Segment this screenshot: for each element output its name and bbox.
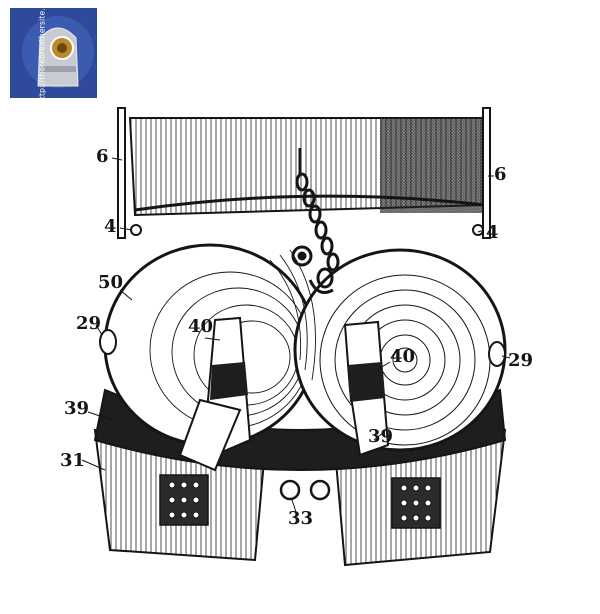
label-6-right: 6 (494, 164, 507, 185)
buckle-left (130, 224, 142, 236)
label-4-right: 4 (486, 222, 499, 243)
strap-left (178, 316, 252, 472)
label-29-left: 29 (76, 313, 102, 334)
upper-garment (128, 117, 492, 217)
side-strap-right (482, 107, 491, 239)
label-40-right: 40 (390, 346, 416, 367)
label-31: 31 (60, 450, 86, 471)
site-url-text: http://therebreathersite.nl (37, 8, 47, 98)
buckle-right (472, 224, 484, 236)
label-4-left: 4 (104, 216, 117, 237)
chain (291, 148, 340, 294)
label-29-right: 29 (508, 350, 534, 371)
label-50: 50 (98, 272, 124, 293)
label-39-right: 39 (368, 426, 394, 447)
side-knob-left (99, 329, 117, 355)
strap-right (343, 320, 390, 457)
center-contours (269, 249, 316, 381)
label-40-left: 40 (188, 316, 214, 337)
label-33: 33 (288, 508, 314, 529)
diving-helmet-icon (22, 16, 94, 88)
site-logo: http://therebreathersite.nl (10, 8, 97, 98)
leader-lines (81, 157, 511, 513)
label-39-left: 39 (64, 398, 90, 419)
side-knob-right (488, 341, 506, 367)
label-6-left: 6 (96, 146, 109, 167)
side-strap-left (117, 107, 126, 239)
valve-rings (279, 479, 331, 501)
